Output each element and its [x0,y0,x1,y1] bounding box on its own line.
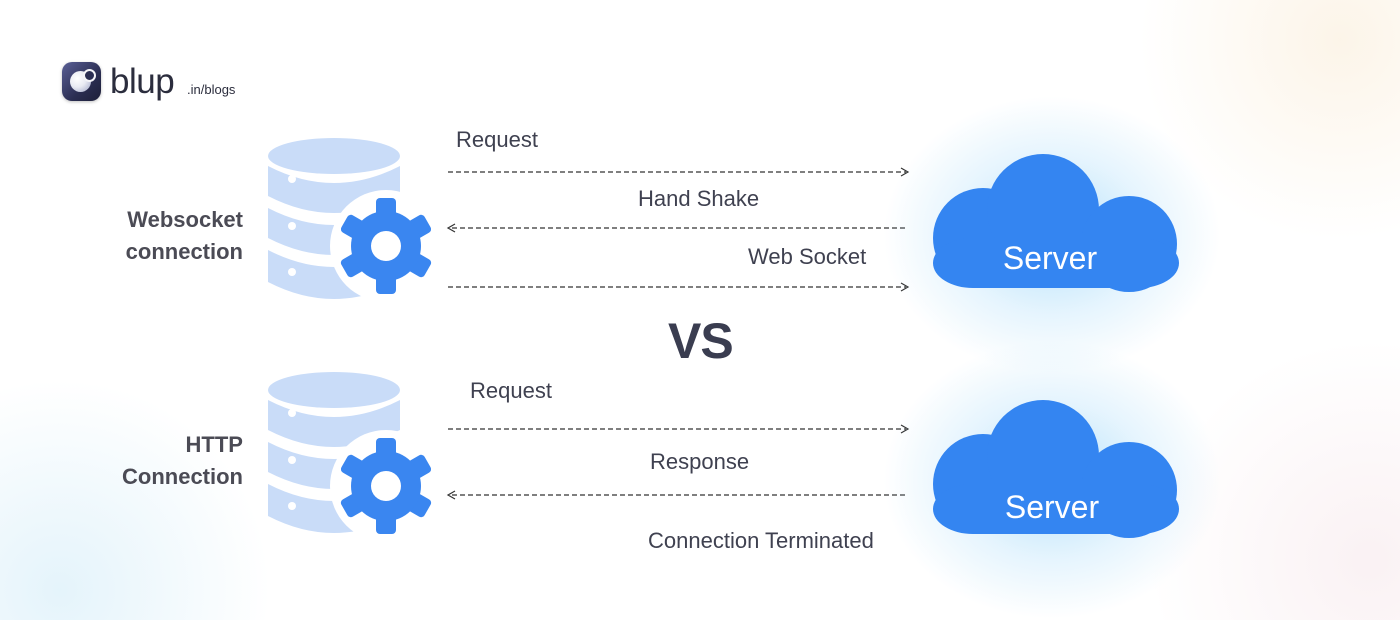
blup-logo-icon [62,62,101,101]
brand-suffix: .in/blogs [187,82,236,97]
server-cloud-icon [933,154,1179,292]
http-request-label: Request [470,378,552,403]
ws-server-label: Server [1002,240,1098,276]
database-gear-icon [268,372,436,542]
http-terminated-label: Connection Terminated [648,528,874,553]
ws-request-label: Request [456,127,538,152]
ws-handshake-arrow [446,222,912,234]
brand-name: blup [110,62,175,101]
ws-request-arrow [446,166,912,178]
http-response-label: Response [650,449,750,474]
ws-websocket-arrow [446,281,912,293]
server-cloud-icon [933,400,1179,538]
ws-handshake-label: Hand Shake [638,186,760,211]
http-request-arrow [446,423,912,435]
http-response-arrow [446,489,912,501]
http-server-label: Server [1004,489,1100,525]
http-connection-label: HTTP Connection [122,432,243,489]
database-gear-icon [268,138,436,302]
vs-divider-text: VS [668,313,734,369]
ws-websocket-label: Web Socket [748,244,867,269]
websocket-connection-label: Websocket connection [125,207,243,264]
